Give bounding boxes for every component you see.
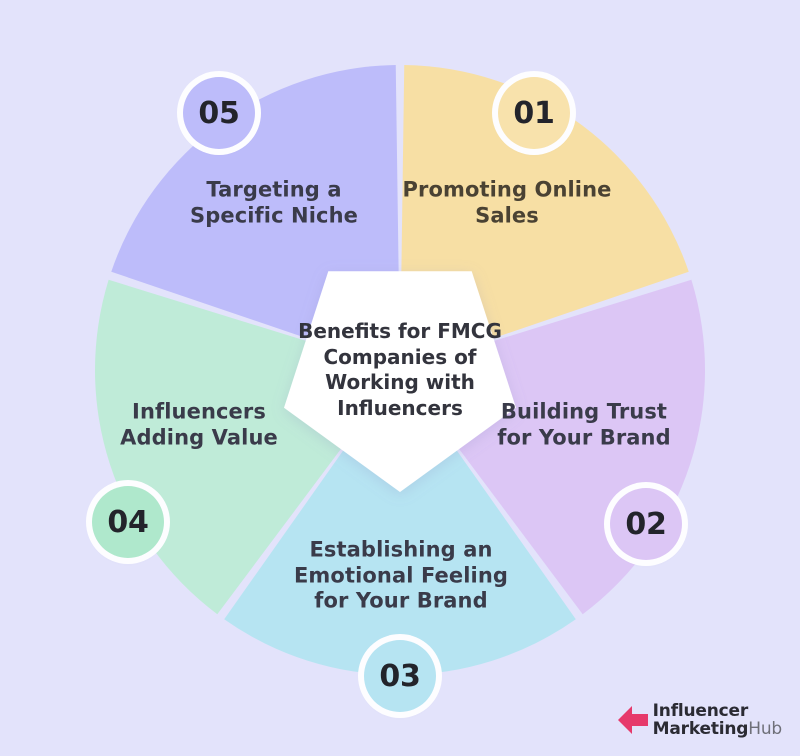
logo-line-1: Influencer [652,700,749,721]
logo-wordmark: Influencer MarketingHub [652,700,783,739]
segment-badge-01[interactable]: 01 [498,77,570,149]
influencer-marketing-hub-arrow-icon [617,705,648,734]
segment-badge-05[interactable]: 05 [183,77,255,149]
logo-marketing-text: Marketing [652,718,749,739]
segment-badge-03[interactable]: 03 [364,640,436,712]
wheel-segment-03[interactable] [224,370,576,675]
logo-hub-text: Hub [748,718,782,739]
logo-line-2: MarketingHub [652,718,783,739]
center-pentagon [284,271,516,492]
brand-logo[interactable]: Influencer MarketingHub [617,700,783,739]
segment-badge-04[interactable]: 04 [92,486,164,558]
center-pentagon-shape [284,271,516,492]
segment-badge-02[interactable]: 02 [610,488,682,560]
